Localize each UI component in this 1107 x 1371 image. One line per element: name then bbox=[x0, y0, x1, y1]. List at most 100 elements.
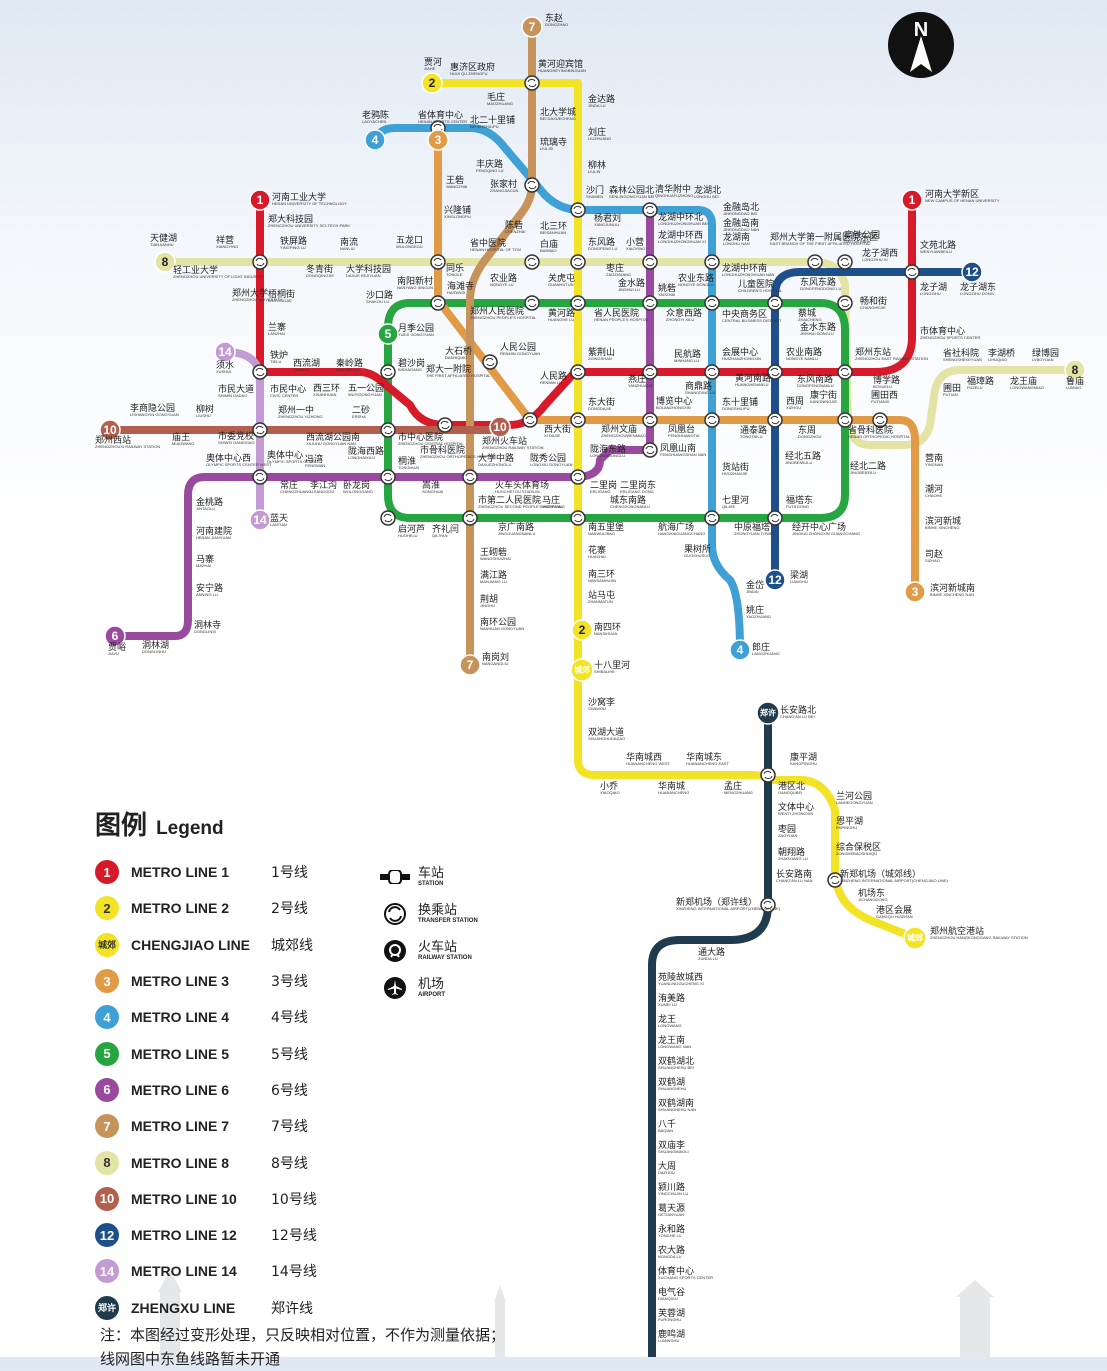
station-name-en: GETIANYUAN bbox=[658, 1212, 684, 1217]
station-name-zh: 众意西路 bbox=[666, 307, 702, 319]
station-name-en: FUTA DONG bbox=[786, 504, 809, 509]
station-name-en: HUIJI QU ZHENGFU bbox=[450, 71, 488, 76]
station-name-en: QINLING LU bbox=[336, 367, 359, 372]
station-name-en: OLYMPIC SPORTS CENTER WEST bbox=[206, 462, 272, 467]
chengjiao-path bbox=[764, 776, 919, 942]
transfer-station bbox=[767, 412, 783, 428]
station-name-en: LANHEGONGYUAN bbox=[836, 800, 873, 805]
station-name-zh: 洧美路 bbox=[658, 992, 685, 1004]
badge-label: 4 bbox=[372, 133, 379, 147]
station-name-zh: 秦岭路 bbox=[336, 357, 363, 369]
transfer-station bbox=[570, 412, 586, 428]
station-name-en: LONGHAIDONGLU bbox=[590, 453, 625, 458]
station-name-en: JINSHUI DONGLU bbox=[800, 331, 834, 336]
station-name-en: HENAN JIANYUAN bbox=[196, 535, 231, 540]
legend-line-name-en: METRO LINE 5 bbox=[131, 1045, 230, 1062]
legend-line-name-zh: 5号线 bbox=[271, 1046, 308, 1063]
station-name-en: DAZHOU bbox=[658, 1170, 675, 1175]
station-name-en: ZHENGZHOU SECOND PEOPLE'S HOSPITAL bbox=[478, 504, 563, 509]
station-name-zh: 华南城 bbox=[658, 780, 685, 792]
line1-badge: 1 bbox=[249, 189, 271, 211]
station-name-zh: 文体中心 bbox=[778, 801, 814, 813]
station-name-en: SHUANGHUDADAO bbox=[588, 736, 625, 741]
station-name-zh: 双鹤湖北 bbox=[658, 1055, 694, 1067]
station-name-zh: 果树所 bbox=[684, 543, 711, 555]
station-name-zh: 枣园 bbox=[778, 824, 796, 835]
station-name-en: LONGWANG NAN bbox=[658, 1044, 691, 1049]
badge-label: 14 bbox=[218, 345, 232, 359]
transfer-station bbox=[642, 202, 658, 218]
transfer-station bbox=[704, 364, 720, 380]
station-name-zh: 八千 bbox=[658, 1119, 676, 1130]
station-name-en: EAST BRANCH OF THE FIRST AFFILIATED HOSP… bbox=[770, 241, 871, 246]
legend-line-name-zh: 4号线 bbox=[271, 1010, 308, 1027]
station-name-en: ZHANGJIACUN bbox=[490, 188, 519, 193]
station-name-en: ZONGHEBAOSHUIQU bbox=[836, 851, 877, 856]
station-name-en: CHANG'AN LU NAN bbox=[776, 878, 813, 883]
transfer-station bbox=[642, 412, 658, 428]
station-name-zh: 郑大科技园 bbox=[268, 213, 313, 225]
station-name-en: HUANANCHENG EAST bbox=[686, 761, 729, 766]
station-name-en: GANGQU HUIZHAN bbox=[876, 914, 913, 919]
station-name-zh: 华南城西 bbox=[626, 751, 662, 763]
legend-line-name-en: METRO LINE 3 bbox=[131, 973, 230, 990]
station-name-zh: 郑大一附院 bbox=[426, 363, 471, 375]
station-name-zh: 郑州西站 bbox=[95, 434, 131, 446]
station-name-en: XUMEI LU bbox=[658, 1002, 677, 1007]
station-name-zh: 二里岗 bbox=[590, 480, 617, 491]
station-name-zh: 同乐 bbox=[446, 262, 464, 274]
legend-line-name-en: METRO LINE 7 bbox=[131, 1118, 230, 1135]
station-name-zh: 张家村 bbox=[490, 178, 517, 190]
station-name-en: BOXUELU bbox=[873, 384, 892, 389]
station-name-zh: 燕庄 bbox=[628, 373, 646, 385]
station-name-en: LONGHU BEI bbox=[694, 194, 719, 199]
station-name-en: GANGQUBEI bbox=[778, 790, 802, 795]
station-name-en: CIVIC CENTER bbox=[270, 393, 298, 398]
station-name-en: HENAN HOSPITAL OF TCM bbox=[470, 247, 521, 252]
station-name-en: ZAOZHUANG bbox=[606, 272, 631, 277]
station-name-en: QILIHE bbox=[722, 504, 735, 509]
